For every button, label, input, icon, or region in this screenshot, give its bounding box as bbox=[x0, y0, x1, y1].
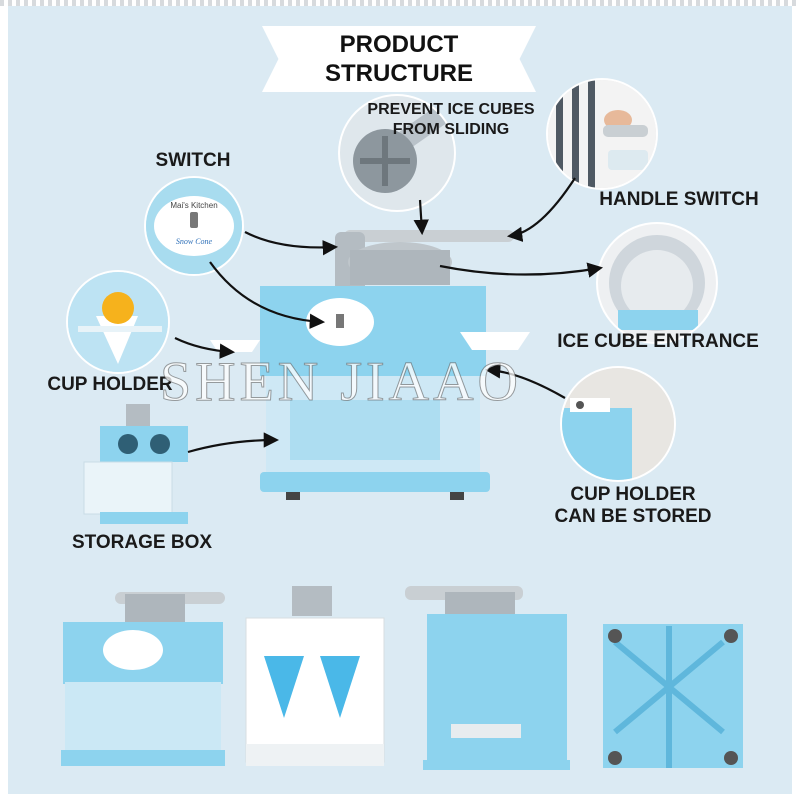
anti-slip-pad-image bbox=[340, 96, 454, 210]
switch-panel-icon: Mai's Kitchen Snow Cone bbox=[146, 178, 242, 274]
switch-panel-image: Mai's Kitchen Snow Cone bbox=[146, 178, 242, 274]
stored-holder-icon bbox=[562, 368, 674, 480]
side-view-cones bbox=[245, 586, 385, 766]
page-title: PRODUCT STRUCTURE bbox=[325, 31, 473, 87]
cup-holder-image bbox=[68, 272, 168, 372]
cone-with-ice-icon bbox=[68, 272, 168, 372]
svg-text:Snow Cone: Snow Cone bbox=[176, 237, 213, 246]
watermark-text: SHEN JIAAO bbox=[160, 351, 522, 414]
prevent-sliding-label: PREVENT ICE CUBES FROM SLIDING bbox=[367, 101, 535, 138]
cup-holder-arrow bbox=[174, 337, 236, 359]
title-banner bbox=[262, 26, 536, 92]
ice-entrance-arrow bbox=[439, 262, 604, 278]
anti-slip-pad-icon bbox=[353, 103, 453, 193]
bottom-view-machine bbox=[603, 624, 743, 768]
top-border bbox=[0, 0, 800, 6]
handle-switch-label: HANDLE SWITCH bbox=[599, 189, 759, 210]
storage-box-machine bbox=[83, 404, 188, 524]
switch-panel-arrow bbox=[209, 261, 326, 330]
storage-box-label: STORAGE BOX bbox=[71, 532, 213, 553]
cup-holder-stored-label: CUP HOLDER CAN BE STORED bbox=[554, 484, 712, 527]
handle-image bbox=[548, 80, 656, 188]
anti-slip-arrow bbox=[413, 199, 429, 236]
ice-entrance-image bbox=[598, 224, 716, 342]
stored-holder-arrow bbox=[484, 363, 566, 399]
front-view-machine bbox=[61, 592, 225, 766]
svg-text:Mai's Kitchen: Mai's Kitchen bbox=[170, 201, 217, 210]
switch-label: SWITCH bbox=[155, 150, 231, 171]
back-view-machine bbox=[405, 586, 570, 770]
snow-cone-machine bbox=[210, 230, 530, 500]
switch-arrow bbox=[244, 231, 339, 256]
storage-box-arrow bbox=[187, 432, 280, 454]
cup-holder-label: CUP HOLDER bbox=[47, 374, 173, 395]
ice-entrance-icon bbox=[609, 235, 705, 331]
ice-cube-entrance-label: ICE CUBE ENTRANCE bbox=[557, 331, 759, 352]
handle-arrow bbox=[506, 177, 576, 242]
cup-holder-stored-image bbox=[562, 368, 674, 480]
striped-apron-hand-icon bbox=[548, 80, 656, 188]
